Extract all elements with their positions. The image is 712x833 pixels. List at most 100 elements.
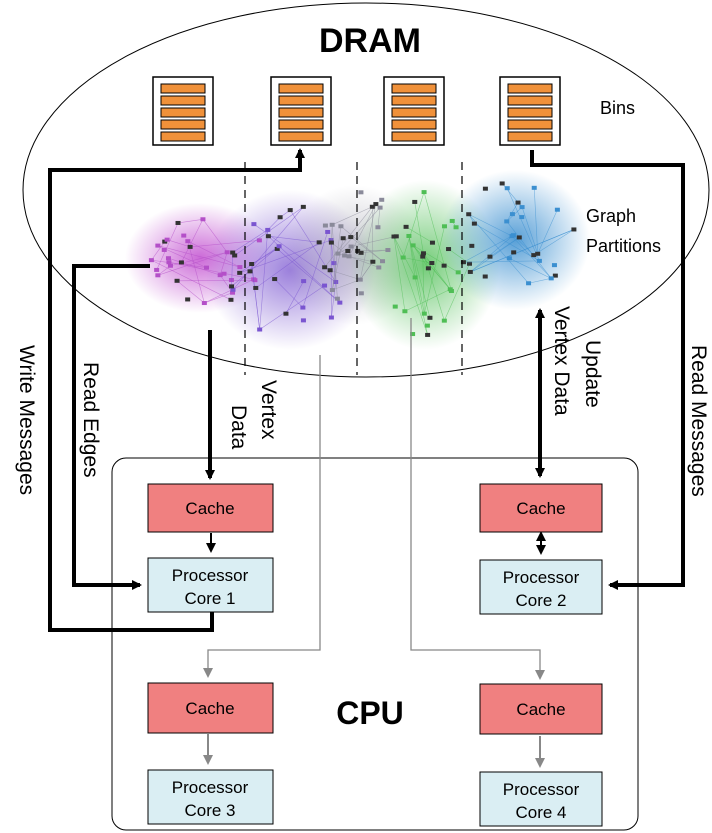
graph-node: [161, 247, 167, 252]
graph-edge: [509, 258, 552, 279]
graph-node: [453, 225, 459, 230]
graph-node: [334, 296, 340, 301]
graph-edge: [348, 256, 379, 268]
graph-edge: [251, 263, 260, 330]
processor-core-4: [479, 771, 603, 827]
graph-edge: [204, 292, 233, 304]
graph-node: [441, 224, 447, 229]
graph-edge: [176, 280, 205, 304]
graph-node: [535, 251, 541, 256]
graph-edge: [408, 235, 425, 314]
graph-node: [380, 259, 386, 264]
cache-4: [479, 683, 603, 735]
graph-edge: [537, 209, 558, 254]
cpu-container: [111, 457, 639, 831]
graph-edge: [511, 235, 552, 279]
graph-edge: [474, 223, 540, 262]
graph-edge: [259, 285, 325, 330]
core-2-line2: Core 2: [515, 591, 566, 610]
graph-edge: [361, 249, 388, 254]
graph-edge: [187, 240, 241, 268]
graph-edge: [533, 229, 575, 256]
graph-node: [548, 276, 554, 281]
graph-node: [379, 197, 385, 202]
graph-edge: [177, 279, 255, 282]
graph-edge: [285, 280, 304, 314]
graph-edge: [330, 239, 336, 283]
graph-node: [185, 239, 191, 244]
graph-node: [554, 207, 560, 212]
read-messages-label: Read Messages: [687, 345, 710, 497]
graph-node: [283, 311, 289, 316]
graph-node: [230, 287, 236, 292]
graph-node: [300, 305, 306, 310]
core-1-line1: Processor: [172, 566, 249, 585]
graph-node: [253, 285, 259, 290]
graph-node: [410, 243, 416, 248]
graph-node: [342, 253, 348, 258]
graph-node: [515, 200, 521, 205]
graph-edge: [151, 259, 232, 301]
graph-node: [357, 277, 363, 282]
graph-node: [256, 238, 262, 243]
graph-edge: [239, 239, 332, 274]
graph-node: [257, 327, 263, 332]
graph-edge: [331, 224, 333, 243]
graph-node: [519, 205, 525, 210]
graph-edge: [340, 226, 383, 262]
graph-node: [167, 263, 173, 268]
write-messages-arrow: [48, 148, 305, 632]
read-edges-arrow: [72, 264, 150, 590]
graph-node: [441, 263, 447, 268]
update-vertex-data-label: Vertex Data: [550, 306, 573, 416]
connector-to-cache-4: [410, 318, 545, 680]
graph-edge: [274, 278, 304, 308]
graph-node: [429, 261, 435, 266]
graph-edge: [219, 274, 233, 293]
graph-edge: [423, 253, 445, 321]
graph-node: [358, 190, 364, 195]
graph-node: [536, 258, 542, 263]
graph-edge: [168, 257, 221, 276]
bin: [499, 76, 561, 146]
write-messages-label: Write Messages: [15, 345, 38, 495]
graph-edge: [277, 248, 341, 303]
update-label: Update: [581, 340, 604, 408]
graph-node: [265, 227, 271, 232]
graph-edge: [231, 246, 280, 287]
graph-node: [466, 261, 472, 266]
graph-node: [427, 315, 433, 320]
graph-node: [345, 248, 351, 253]
graph-node: [467, 269, 473, 274]
graph-node: [509, 212, 515, 217]
graph-node: [228, 278, 234, 283]
graph-node: [316, 240, 322, 245]
graph-node: [187, 244, 193, 249]
graph-node: [201, 301, 207, 306]
graph-edge: [332, 238, 344, 291]
graph-node: [516, 235, 522, 240]
graph-edge: [470, 234, 514, 273]
graph-node: [509, 234, 515, 239]
graph-node: [551, 263, 557, 268]
graph-node: [337, 300, 343, 305]
graph-node: [148, 258, 154, 263]
graph-edge: [255, 242, 320, 289]
graph-node: [348, 235, 354, 240]
graph-node: [224, 250, 230, 255]
graph-node: [471, 221, 477, 226]
graph-node: [358, 291, 364, 296]
bins-label: Bins: [600, 98, 635, 118]
graph-node: [466, 212, 472, 217]
graph-edge: [157, 251, 228, 276]
graph-edge: [412, 245, 459, 273]
graph-edge: [423, 192, 452, 292]
graph-node: [174, 278, 180, 283]
graph-node: [391, 234, 397, 239]
graph-node: [571, 227, 577, 232]
graph-edge: [181, 219, 204, 263]
graph-node: [504, 219, 510, 224]
graph-node: [331, 261, 337, 266]
cpu-title: CPU: [336, 695, 404, 731]
graph-edge: [332, 206, 373, 226]
